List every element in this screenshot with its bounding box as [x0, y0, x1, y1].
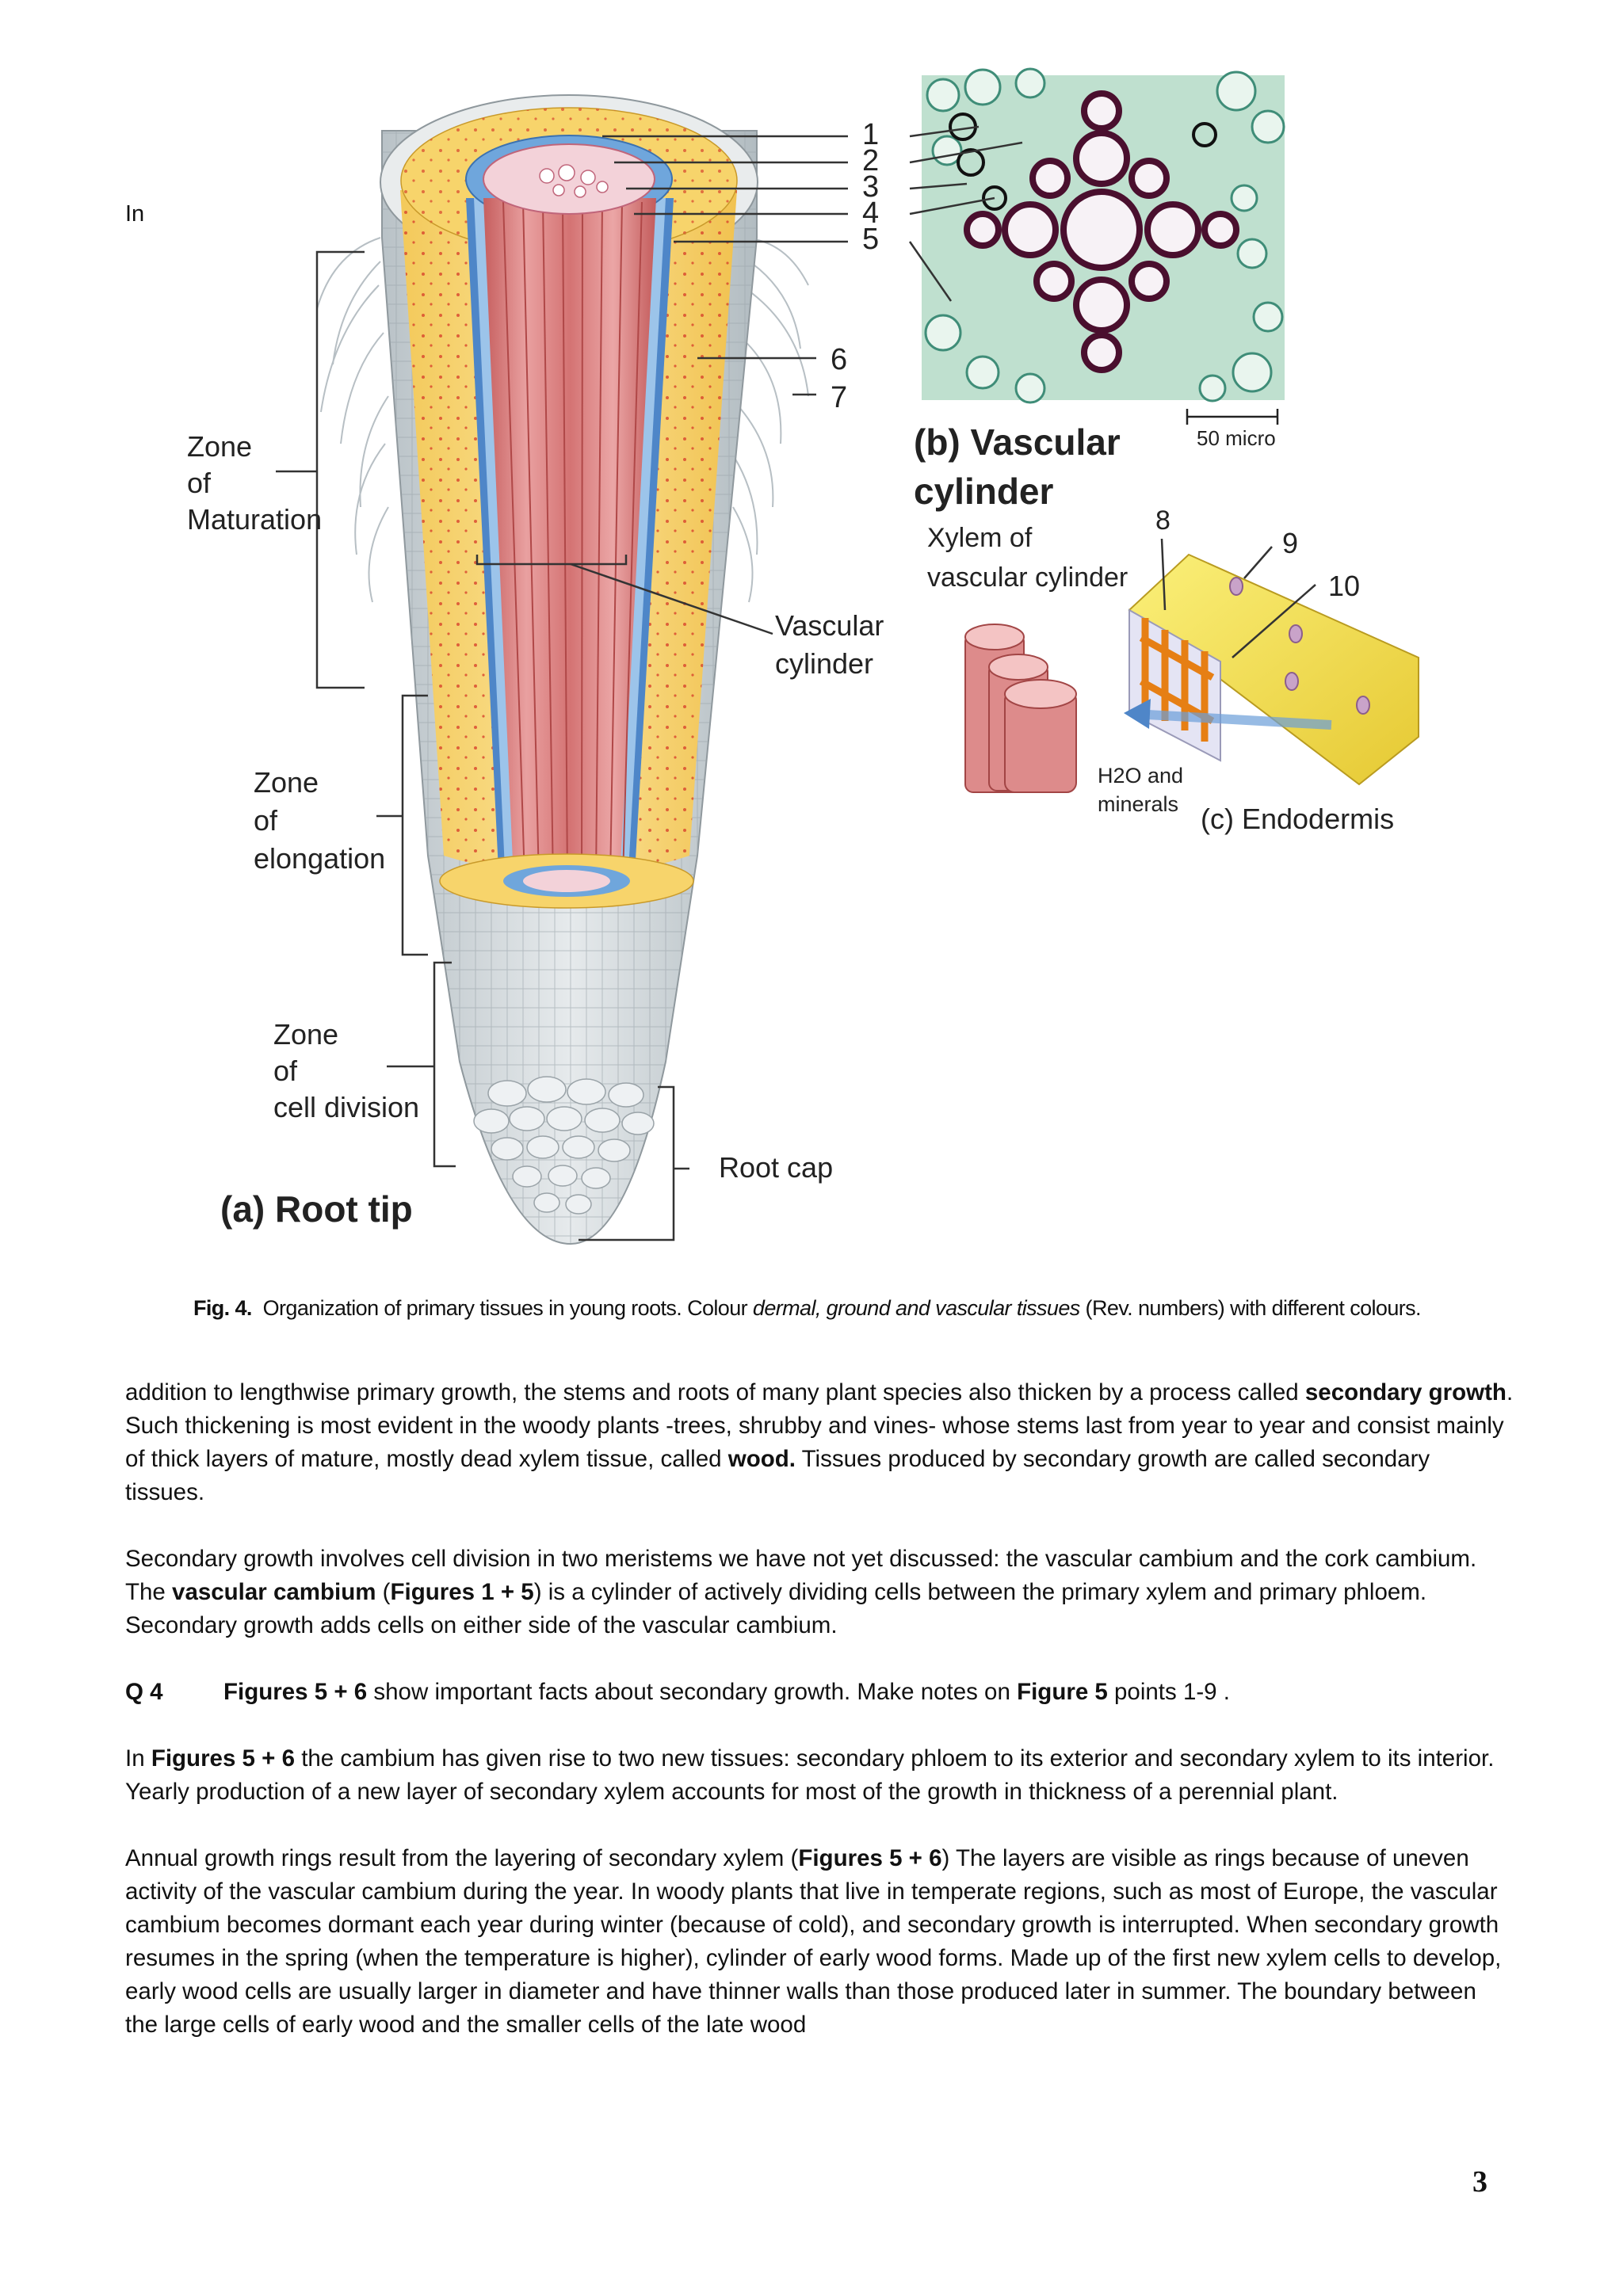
- p4-text-c: ) The layers are visible as rings becaus…: [125, 1845, 1502, 2038]
- body-text: addition to lengthwise primary growth, t…: [125, 1376, 1514, 2075]
- p1-text-a: addition to lengthwise primary growth, t…: [125, 1379, 1305, 1405]
- paragraph-3: In Figures 5 + 6 the cambium has given r…: [125, 1742, 1514, 1809]
- root-cap-cells: [473, 1076, 655, 1215]
- q4-bold-figure5: Figure 5: [1017, 1679, 1108, 1705]
- label-xylem-1: Xylem of: [927, 523, 1033, 553]
- label-zone-maturation-2: of: [187, 467, 212, 499]
- endodermis-drawing: [964, 538, 1419, 793]
- panel-b-title-2: cylinder: [914, 471, 1054, 512]
- caption-text-2: (Rev. numbers) with different colours.: [1079, 1296, 1422, 1320]
- q4-text-b: show important facts about secondary gro…: [367, 1679, 1018, 1705]
- number-2: 2: [862, 144, 879, 177]
- paragraph-1: addition to lengthwise primary growth, t…: [125, 1376, 1514, 1509]
- zone-brackets: [276, 135, 848, 1241]
- label-water-2: minerals: [1098, 792, 1178, 816]
- caption-fig-label: Fig. 4.: [193, 1296, 252, 1320]
- question-text: Figures 5 + 6 show important facts about…: [223, 1676, 1230, 1709]
- number-3: 3: [862, 170, 879, 204]
- p4-text-a: Annual growth rings result from the laye…: [125, 1845, 799, 1871]
- p4-bold-figures: Figures 5 + 6: [798, 1845, 942, 1871]
- label-zone-division-1: Zone: [273, 1018, 338, 1051]
- p3-text-c: the cambium has given rise to two new ti…: [125, 1745, 1495, 1805]
- caption-text-italic: dermal, ground and vascular tissues: [752, 1296, 1080, 1320]
- q4-bold-figures: Figures 5 + 6: [223, 1679, 368, 1705]
- panel-a-title: (a) Root tip: [220, 1188, 413, 1230]
- number-4: 4: [862, 196, 879, 230]
- label-zone-elongation-2: of: [254, 804, 278, 837]
- number-7: 7: [831, 381, 847, 414]
- question-number: Q 4: [125, 1679, 163, 1705]
- root-tissue-figure: Zone of Maturation Zone of elongation Zo…: [187, 67, 1419, 1245]
- vascular-cylinder-micrograph: [908, 67, 1285, 425]
- question-4: Q 4 Figures 5 + 6 show important facts ab…: [125, 1676, 1514, 1709]
- label-zone-division-2: of: [273, 1055, 298, 1087]
- page-number: 3: [1472, 2165, 1487, 2199]
- figure-caption: Fig. 4. Organization of primary tissues …: [193, 1296, 1541, 1321]
- p3-bold-figures: Figures 5 + 6: [151, 1745, 295, 1772]
- p1-text-e: Tissues produced by secondary growth are…: [125, 1446, 1430, 1505]
- paragraph-2: Secondary growth involves cell division …: [125, 1543, 1514, 1642]
- p1-bold-wood: wood.: [727, 1446, 796, 1472]
- paragraph-4: Annual growth rings result from the laye…: [125, 1842, 1514, 2042]
- label-zone-elongation-1: Zone: [254, 766, 319, 799]
- panel-b-title-1: (b) Vascular: [914, 421, 1121, 463]
- scale-bar-label: 50 micro: [1197, 426, 1276, 450]
- p1-text-c: . Such thickening is most evident in the…: [125, 1379, 1514, 1472]
- p2-text-a: Secondary growth involves cell division …: [125, 1546, 1477, 1605]
- p2-bold-vascular-cambium: vascular cambium: [172, 1579, 376, 1605]
- label-vascular-cylinder-2: cylinder: [775, 647, 873, 680]
- label-zone-maturation-3: Maturation: [187, 503, 322, 536]
- number-6: 6: [831, 343, 847, 376]
- xylem-strands: [502, 201, 643, 884]
- label-root-cap: Root cap: [719, 1151, 833, 1184]
- caption-text-1: Organization of primary tissues in young…: [262, 1296, 753, 1320]
- p1-bold-secondary-growth: secondary growth: [1304, 1379, 1507, 1405]
- number-10: 10: [1328, 570, 1360, 602]
- number-9: 9: [1282, 527, 1298, 559]
- number-5: 5: [862, 223, 879, 256]
- label-zone-elongation-3: elongation: [254, 842, 385, 875]
- label-water-1: H2O and: [1098, 764, 1183, 788]
- q4-text-d: points 1-9 .: [1107, 1679, 1230, 1705]
- number-1: 1: [862, 118, 879, 151]
- number-8: 8: [1155, 505, 1170, 536]
- label-vascular-cylinder-1: Vascular: [775, 609, 884, 642]
- label-zone-division-3: cell division: [273, 1091, 419, 1123]
- p2-bold-figures: Figures 1 + 5: [390, 1579, 534, 1605]
- label-xylem-2: vascular cylinder: [927, 563, 1128, 593]
- root-tip-drawing: [316, 94, 809, 1245]
- figure-labels: Zone of Maturation Zone of elongation Zo…: [187, 118, 1394, 1230]
- p3-text-a: In: [125, 1745, 151, 1772]
- stray-word: In: [125, 201, 145, 227]
- p2-text-e: ) is a cylinder of actively dividing cel…: [125, 1579, 1427, 1638]
- panel-c-title: (c) Endodermis: [1201, 803, 1394, 835]
- p2-text-c: (: [376, 1579, 391, 1605]
- label-zone-maturation-1: Zone: [187, 430, 252, 463]
